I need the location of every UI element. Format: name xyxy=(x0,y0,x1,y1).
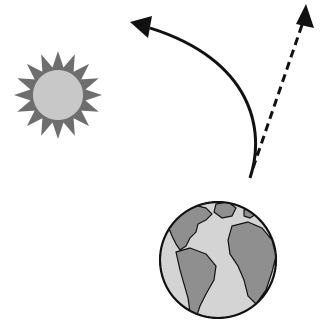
dashed-arrow-head xyxy=(296,4,314,28)
earth-icon xyxy=(160,202,276,318)
curved-path-arrow xyxy=(130,16,256,178)
dashed-arrow-line xyxy=(253,22,303,168)
curved-arrow-head xyxy=(130,16,152,38)
sun-core xyxy=(33,70,83,120)
curved-arrow-line xyxy=(150,28,256,178)
straight-path-arrow xyxy=(253,4,314,168)
sun-icon xyxy=(14,51,102,139)
